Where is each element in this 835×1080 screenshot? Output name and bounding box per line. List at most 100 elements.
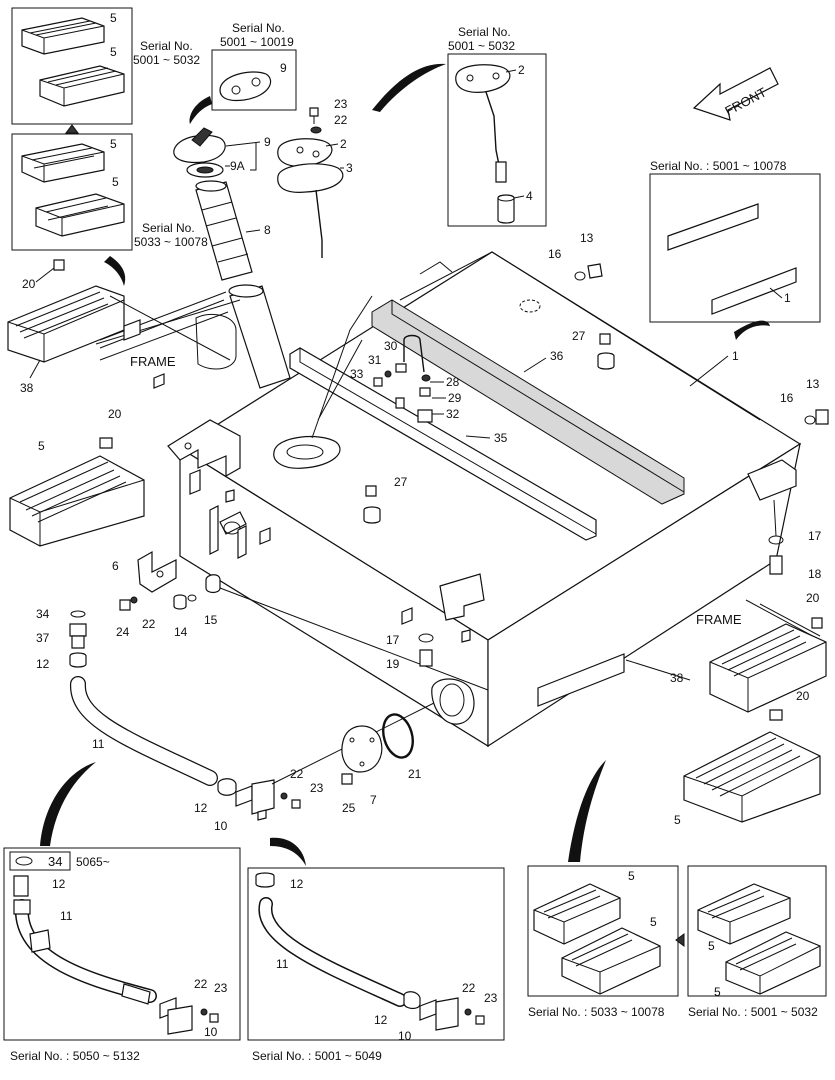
cross-member (371, 299, 685, 505)
arrow-down-icon (65, 124, 79, 134)
nut (259, 527, 271, 545)
inset-steps-bottom-5001-5032: 5 5 (687, 865, 827, 999)
o-ring (574, 271, 586, 281)
callout-21: 21 (408, 767, 422, 781)
callout-5: 5 (674, 813, 681, 827)
serial-label-steps-5033-10078: Serial No. : 5033 ~ 10078 (528, 1005, 665, 1019)
leader-line (311, 295, 373, 439)
serial-label-sender-5001-5032: Serial No. 5001 ~ 5032 (448, 25, 515, 53)
svg-text:Serial No.: Serial No. (140, 39, 193, 53)
o-ring (804, 415, 816, 425)
serial-label-cap-5001-10019: Serial No. 5001 ~ 10019 (220, 21, 294, 49)
sender-flange (277, 138, 344, 258)
cover-plate (341, 725, 383, 773)
callout-37: 37 (36, 631, 50, 645)
callout-20: 20 (796, 689, 810, 703)
callout-22: 22 (462, 981, 476, 995)
leader-arc (270, 837, 306, 866)
callout-5: 5 (112, 175, 119, 189)
bracket (189, 469, 201, 495)
callout-5: 5 (628, 869, 635, 883)
callout-11: 11 (92, 737, 105, 751)
drain-plug (587, 263, 603, 279)
plug (173, 594, 187, 610)
mounting-bracket (439, 573, 485, 621)
callout-12: 12 (36, 657, 50, 671)
callout-6: 6 (112, 559, 119, 573)
callout-2: 2 (518, 63, 525, 77)
washer (130, 596, 138, 604)
leader-line (219, 587, 489, 691)
callout-20: 20 (108, 407, 122, 421)
callout-5: 5 (110, 11, 117, 25)
callout-5: 5 (38, 439, 45, 453)
leader-arc (568, 760, 606, 862)
svg-text:Serial No.: Serial No. (232, 21, 285, 35)
callout-27: 27 (572, 329, 586, 343)
inset-fuel-sender: 2 4 (447, 53, 547, 227)
plug (597, 333, 615, 370)
leader-line (29, 267, 55, 379)
callout-12: 12 (290, 877, 304, 891)
step-assembly (709, 623, 827, 713)
callout-20: 20 (22, 277, 36, 291)
serial-label-pipe-5033-10078: Serial No. 5033 ~ 10078 (134, 221, 208, 249)
hose-adapter (69, 623, 87, 649)
serial-label-hose-5050-5132: Serial No. : 5050 ~ 5132 (10, 1049, 140, 1063)
nut (225, 489, 235, 503)
callout-14: 14 (174, 625, 188, 639)
callout-27: 27 (394, 475, 408, 489)
callout-36: 36 (550, 349, 564, 363)
frame-rail-left (99, 291, 237, 389)
bracket (401, 607, 413, 625)
step-drawing (21, 143, 105, 183)
leader-arc (189, 96, 212, 124)
callout-5: 5 (650, 915, 657, 929)
frame-label: FRAME (696, 612, 742, 627)
callout-38: 38 (20, 381, 34, 395)
serial-label-pipe-5001-5032: Serial No. 5001 ~ 5032 (133, 39, 200, 67)
nut (461, 629, 471, 643)
callout-23: 23 (334, 97, 348, 111)
arrow-left-icon (675, 933, 685, 947)
inset-steps-serial-5001-5032: 5 5 (11, 7, 133, 134)
serial-label-steps-5001-5032: Serial No. : 5001 ~ 5032 (688, 1005, 818, 1019)
callout-12: 12 (374, 1013, 388, 1027)
svg-text:Serial No.: Serial No. (458, 25, 511, 39)
callout-12: 12 (194, 801, 208, 815)
callout-17: 17 (386, 633, 400, 647)
serial-note: 5065~ (76, 855, 110, 869)
filler-pipe (195, 180, 253, 281)
bolt (99, 437, 113, 449)
callout-28: 28 (446, 375, 460, 389)
callout-10: 10 (214, 819, 228, 833)
callout-16: 16 (780, 391, 794, 405)
leader-line (325, 143, 344, 169)
callout-29: 29 (448, 391, 462, 405)
leader-line (625, 659, 691, 681)
callout-16: 16 (548, 247, 562, 261)
step-drawing (35, 193, 125, 237)
leader-arc (40, 762, 96, 846)
callout-35: 35 (494, 431, 508, 445)
inset-hose-serial-5001-5049: 12 11 12 22 23 10 (247, 867, 505, 1043)
inset-cap: 9 (211, 49, 297, 111)
callout-1: 1 (784, 291, 791, 305)
leader-arc (104, 256, 126, 286)
callout-5: 5 (110, 45, 117, 59)
callout-15: 15 (204, 613, 218, 627)
callout-13: 13 (580, 231, 594, 245)
callout-9: 9 (280, 61, 287, 75)
callout-18: 18 (808, 567, 822, 581)
callout-23: 23 (484, 991, 498, 1005)
callout-2: 2 (340, 137, 347, 151)
callout-5: 5 (708, 939, 715, 953)
svg-text:5001 ~ 5032: 5001 ~ 5032 (448, 39, 515, 53)
washer (310, 126, 322, 134)
step (683, 731, 821, 823)
bolt (419, 649, 433, 667)
callout-3: 3 (346, 161, 353, 175)
inset-steps-serial-5033-10078: 5 5 (11, 133, 133, 251)
cross-member (289, 347, 597, 541)
